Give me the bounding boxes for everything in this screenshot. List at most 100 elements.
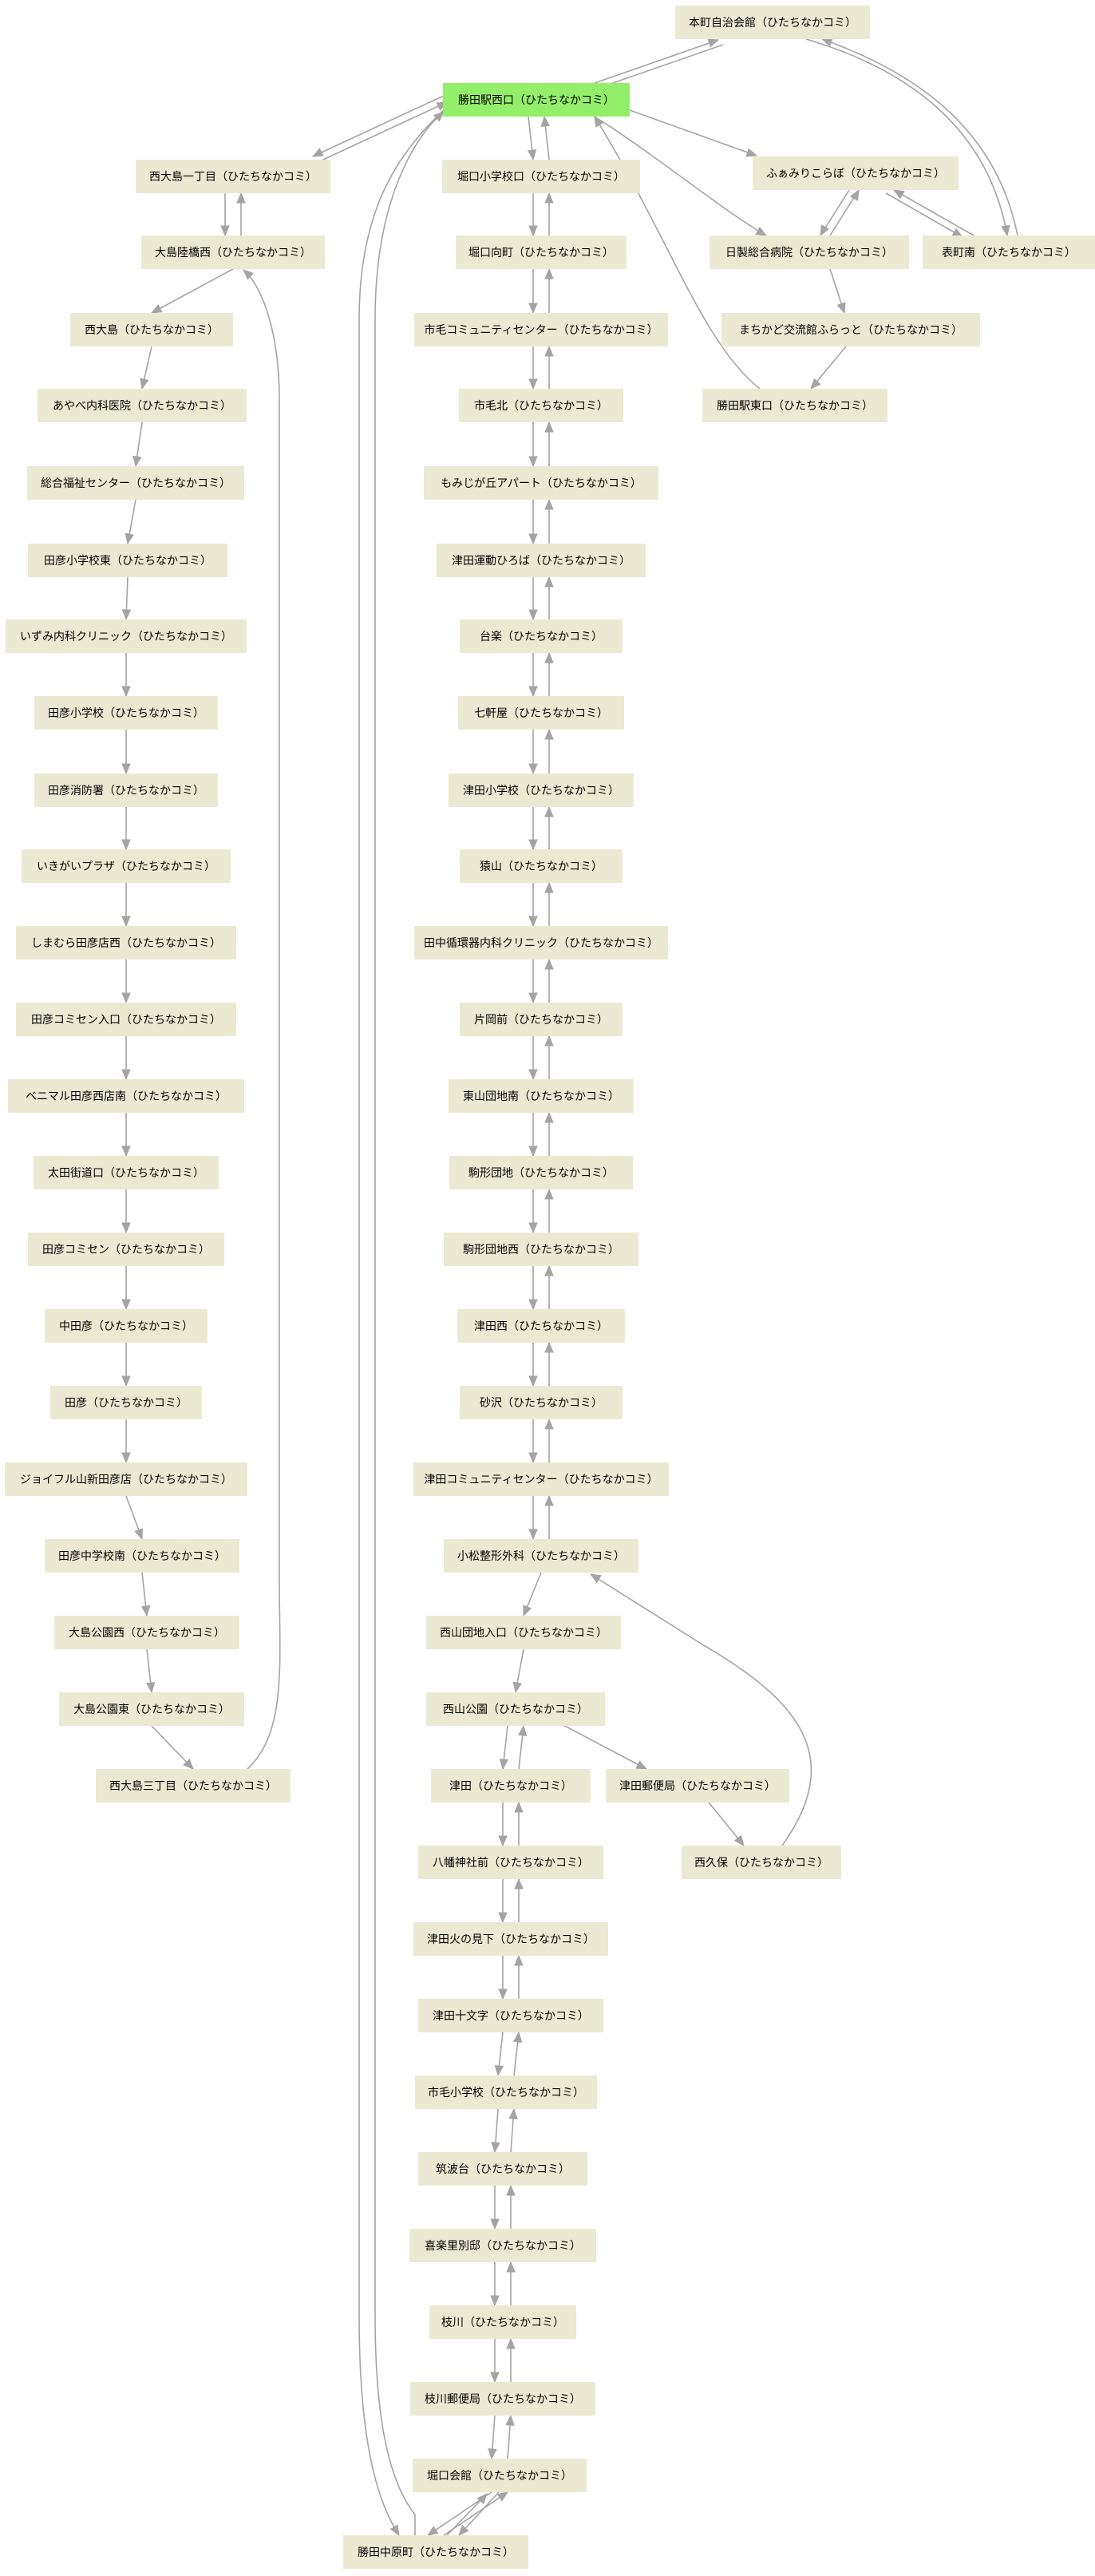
edge-arrowhead bbox=[810, 378, 821, 390]
stop-node-nishioshima-3: 西大島三丁目（ひたちなかコミ） bbox=[96, 1769, 291, 1802]
stop-node-oshima-koen-higashi: 大島公園東（ひたちなかコミ） bbox=[59, 1692, 244, 1726]
stop-label: 田彦中学校南（ひたちなかコミ） bbox=[58, 1549, 226, 1563]
stop-box bbox=[426, 1692, 605, 1726]
stop-box bbox=[418, 1846, 603, 1879]
edge-arrowhead bbox=[125, 532, 134, 545]
edge-machikado-to-higashiguchi bbox=[810, 346, 847, 390]
edge-oshima_koen_higashi-to-nishioshima_3 bbox=[151, 1725, 194, 1770]
stop-node-joyfull: ジョイフル山新田彦店（ひたちなかコミ） bbox=[5, 1462, 247, 1496]
edge-arrowhead bbox=[512, 1681, 522, 1694]
edge-arrowhead bbox=[121, 1452, 131, 1464]
stop-node-shimamura: しまむら田彦店西（ひたちなかコミ） bbox=[16, 926, 236, 960]
stop-label: 西大島一丁目（ひたちなかコミ） bbox=[149, 171, 317, 184]
stop-label: 市毛小学校（ひたちなかコミ） bbox=[428, 2086, 584, 2099]
edge-ichige_shogakko-to-tsukubadai bbox=[491, 2108, 500, 2154]
edge-ikigai_plaza-to-shimamura bbox=[121, 883, 131, 928]
stop-node-komagata-danchi: 駒形団地（ひたちなかコミ） bbox=[449, 1156, 633, 1189]
stop-node-ikigai-plaza: いきがいプラザ（ひたちなかコミ） bbox=[22, 849, 231, 883]
stop-box bbox=[415, 2075, 597, 2109]
edge-line bbox=[594, 116, 767, 236]
stop-label: 田彦小学校（ひたちなかコミ） bbox=[48, 706, 204, 720]
edge-hachiman_jinja-to-tsuda bbox=[514, 1801, 524, 1846]
edge-arrowhead bbox=[707, 38, 720, 48]
edge-nishioshima-3-to-oshima-rikkyo-nishi bbox=[243, 269, 281, 1770]
edge-tsuda-to-nishiyama_koen bbox=[517, 1724, 528, 1770]
edge-arrowhead bbox=[506, 2184, 516, 2196]
stop-box bbox=[27, 466, 244, 500]
stop-node-tahiko: 田彦（ひたちなかコミ） bbox=[50, 1386, 202, 1419]
stop-node-oshima-koen-nishi: 大島公園西（ひたちなかコミ） bbox=[54, 1616, 239, 1649]
stop-node-nishiyama-danchi-iriguchi: 西山団地入口（ひたちなかコミ） bbox=[426, 1616, 621, 1649]
edge-line bbox=[312, 101, 448, 165]
edge-line bbox=[805, 38, 1008, 236]
edge-izumi_naika-to-tahiko_shogakko bbox=[121, 653, 131, 698]
stop-box bbox=[444, 1233, 638, 1266]
edge-line bbox=[629, 109, 757, 156]
edge-tsuda_hinomishita-to-hachiman_jinja bbox=[514, 1878, 524, 1922]
stop-label: 田彦小学校東（ひたちなかコミ） bbox=[44, 554, 211, 568]
stop-label: 東山団地南（ひたちなかコミ） bbox=[463, 1090, 619, 1103]
stop-box bbox=[16, 1003, 236, 1036]
stop-box bbox=[70, 313, 233, 346]
stop-label: 西大島三丁目（ひたちなかコミ） bbox=[109, 1780, 277, 1793]
stop-box bbox=[418, 2152, 587, 2186]
stop-node-tsuda-nishi: 津田西（ひたちなかコミ） bbox=[457, 1309, 625, 1343]
stop-label: 枝川（ひたちなかコミ） bbox=[441, 2317, 564, 2329]
stop-box bbox=[456, 235, 627, 269]
edge-katsuta-to-honmachi bbox=[594, 38, 720, 84]
edge-arrowhead bbox=[635, 1760, 648, 1770]
edge-arrowhead bbox=[836, 302, 846, 315]
stop-label: 駒形団地西（ひたちなかコミ） bbox=[463, 1244, 619, 1256]
stop-node-tsukubadai: 筑波台（ひたちなかコミ） bbox=[418, 2152, 587, 2186]
stop-node-kiraku-bessho: 喜楽里別邸（ひたちなかコミ） bbox=[409, 2229, 596, 2262]
edge-arrowhead bbox=[544, 421, 554, 433]
edge-arrowhead bbox=[528, 1146, 538, 1157]
edge-arrowhead bbox=[849, 188, 860, 201]
stop-node-katadoumae: 片岡前（ひたちなかコミ） bbox=[460, 1003, 623, 1036]
stop-box bbox=[409, 2229, 596, 2262]
stop-box bbox=[444, 1539, 638, 1573]
edge-arrowhead bbox=[183, 1759, 194, 1770]
edge-arrowhead bbox=[121, 1299, 131, 1311]
stop-label: 片岡前（ひたちなかコミ） bbox=[474, 1013, 608, 1027]
stop-node-honmachi-jichikaikan: 本町自治会館（ひたちなかコミ） bbox=[675, 6, 870, 39]
edge-arrowhead bbox=[544, 1111, 554, 1123]
edge-tsuda_shogakko-to-nanakenya bbox=[544, 728, 554, 774]
edge-arrowhead bbox=[490, 2295, 500, 2307]
edge-arrowhead bbox=[594, 115, 604, 128]
stop-box bbox=[702, 389, 887, 422]
edge-edagawa-to-edagawa_yubinkyoku bbox=[490, 2339, 500, 2384]
stop-box bbox=[429, 2305, 576, 2339]
edge-line bbox=[885, 192, 963, 238]
edge-oshima_rikkyo_nishi-to-nishioshima_1 bbox=[236, 192, 246, 235]
edge-arrowhead bbox=[243, 269, 255, 280]
edge-arrowhead bbox=[121, 763, 131, 775]
stop-box bbox=[460, 1003, 623, 1036]
stop-label: 田彦消防署（ひたちなかコミ） bbox=[48, 785, 204, 797]
stop-node-tanaka-junkanki: 田中循環器内科クリニック（ひたちなかコミ） bbox=[414, 926, 668, 960]
stop-label: 堀口会館（ひたちなかコミ） bbox=[427, 2469, 572, 2483]
edge-line bbox=[558, 1722, 647, 1770]
edge-nakaharacho-to-katsuta bbox=[374, 111, 445, 2535]
edge-arrowhead bbox=[121, 916, 131, 928]
edge-tsuda_comicenter-to-sunazawa bbox=[544, 1418, 554, 1462]
stop-box bbox=[923, 235, 1095, 269]
stop-node-tahiko-chugakko-minami: 田彦中学校南（ひたちなかコミ） bbox=[45, 1539, 239, 1573]
stop-label: 市毛コミュニティセンター（ひたちなかコミ） bbox=[424, 323, 658, 337]
edge-edagawa_yubinkyoku-to-edagawa bbox=[506, 2337, 516, 2382]
edge-hachiman_jinja-to-tsuda_hinomishita bbox=[498, 1879, 508, 1924]
edge-arrowhead bbox=[514, 1878, 524, 1889]
edge-arrowhead bbox=[544, 1494, 554, 1506]
edge-ichige_kita-to-ichige_comicenter bbox=[544, 345, 554, 389]
edge-nakatahiko-to-tahiko bbox=[121, 1343, 131, 1387]
edge-arrowhead bbox=[517, 1724, 528, 1737]
stop-label: あやべ内科医院（ひたちなかコミ） bbox=[53, 400, 231, 413]
stop-box bbox=[6, 619, 247, 653]
stop-label: 本町自治会館（ひたちなかコミ） bbox=[689, 16, 856, 30]
edge-arrowhead bbox=[514, 1801, 524, 1813]
edge-tsuda_shogakko-to-sasayama bbox=[528, 807, 538, 851]
stop-node-nanakenya: 七軒屋（ひたちなかコミ） bbox=[458, 696, 624, 730]
edge-line bbox=[893, 189, 974, 236]
stop-label: 喜楽里別邸（ひたちなかコミ） bbox=[425, 2240, 581, 2253]
stop-box bbox=[413, 2459, 587, 2492]
